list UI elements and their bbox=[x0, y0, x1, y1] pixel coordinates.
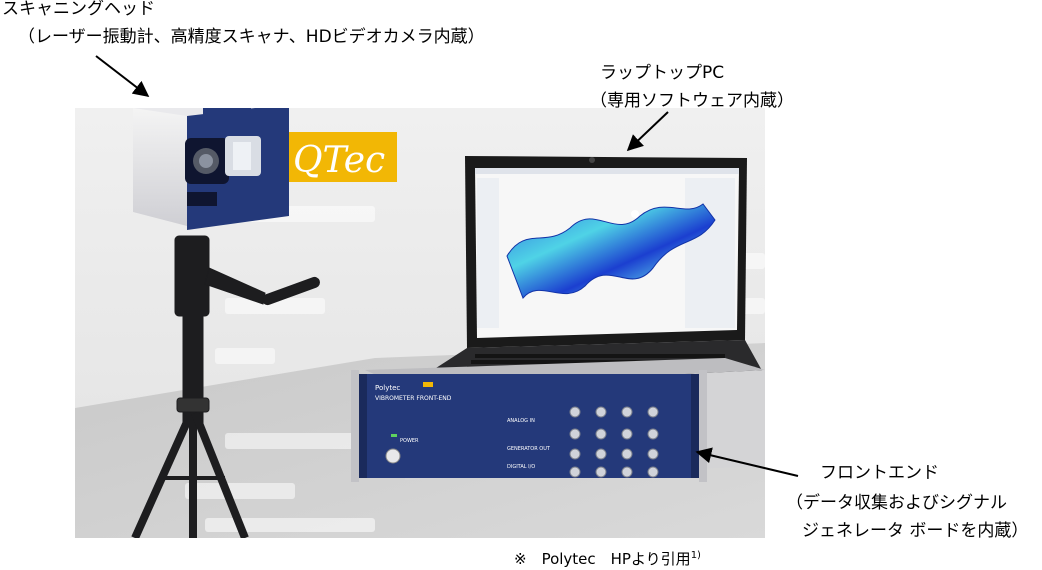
power-knob bbox=[385, 448, 401, 464]
qtec-logo: QTec bbox=[287, 132, 397, 182]
source-note: ※ Polytec HPより引用1) bbox=[514, 548, 701, 569]
front-end-unit: Polytec VIBROMETER FRONT-END POWER ANALO… bbox=[351, 358, 765, 482]
scan-head-arrow bbox=[95, 55, 150, 97]
laptop-title: ラップトップPC bbox=[600, 63, 725, 83]
panel-model: VIBROMETER FRONT-END bbox=[375, 395, 452, 402]
frontend-title: フロントエンド bbox=[820, 463, 939, 483]
source-note-ref: 1) bbox=[690, 550, 701, 561]
panel-power-label: POWER bbox=[400, 438, 419, 444]
tripod bbox=[131, 235, 320, 538]
panel-brand: Polytec bbox=[375, 384, 400, 392]
scanning-head bbox=[133, 108, 289, 230]
source-note-text: ※ Polytec HPより引用 bbox=[514, 550, 691, 568]
frontend-desc-line1: （データ収集およびシグナル bbox=[786, 493, 1007, 513]
scan-head-title: スキャニングヘッド bbox=[2, 0, 155, 19]
bnc-connectors bbox=[569, 406, 659, 478]
scan-head-desc: （レーザー振動計、高精度スキャナ、HDビデオカメラ内蔵） bbox=[18, 27, 485, 47]
laptop-desc: （専用ソフトウェア内蔵） bbox=[590, 91, 794, 111]
product-photo: QTec bbox=[75, 108, 765, 538]
frontend-desc-line2: ジェネレータ ボードを内蔵） bbox=[802, 521, 1029, 541]
panel-generator-label: GENERATOR OUT bbox=[507, 446, 551, 452]
panel-analog-label: ANALOG IN bbox=[507, 418, 535, 424]
vibration-surface bbox=[506, 203, 716, 299]
qtec-logo-text: QTec bbox=[293, 140, 385, 181]
panel-digital-label: DIGITAL I/O bbox=[507, 464, 535, 470]
